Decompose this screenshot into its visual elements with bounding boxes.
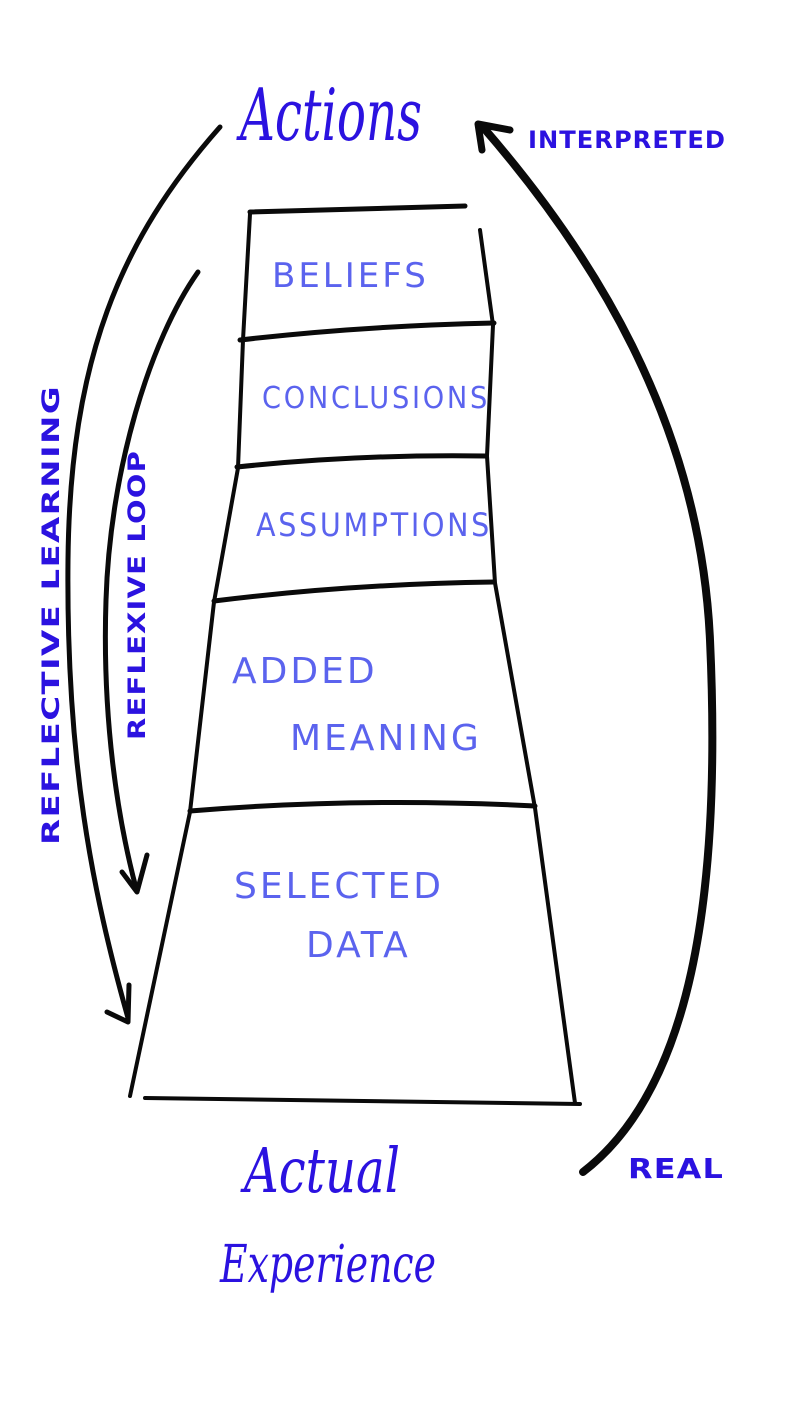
ladder-rung-line — [187, 799, 538, 814]
ladder-right-rail — [478, 228, 577, 1105]
rung-label-added: ADDED — [232, 651, 378, 692]
bottom-label-actual: Actual — [240, 1134, 400, 1207]
rung-labels: BELIEFS CONCLUSIONS ASSUMPTIONS ADDED ME… — [232, 256, 492, 966]
rung-label-data: DATA — [306, 925, 411, 966]
reflective-learning-curve — [65, 124, 223, 1021]
interpreted-arrow-curve — [478, 122, 717, 1176]
right-label-real: REAL — [628, 1152, 724, 1185]
rung-label-assumptions: ASSUMPTIONS — [256, 506, 492, 544]
rung-label-selected: SELECTED — [234, 866, 444, 907]
ladder-rung-line — [211, 579, 497, 604]
interpreted-real-arrow — [474, 120, 717, 1176]
rung-label-meaning: MEANING — [290, 718, 482, 759]
reflective-learning-arrow-head-icon — [104, 982, 132, 1025]
ladder-rung-line — [234, 453, 489, 470]
left-label-reflexive-loop: REFLEXIVE LOOP — [123, 450, 151, 740]
right-label-interpreted: INTERPRETED — [528, 126, 726, 154]
reflexive-loop-arrow — [102, 269, 201, 895]
reflexive-loop-curve — [102, 269, 201, 891]
ladder-frame — [128, 203, 582, 1106]
left-label-reflective-learning: REFLECTIVE LEARNING — [37, 385, 65, 845]
reflective-learning-arrow — [65, 124, 223, 1025]
ladder-top-edge — [247, 203, 468, 215]
ladder-rung-line — [237, 320, 497, 343]
ladder-bottom-edge — [143, 1096, 582, 1106]
rung-label-conclusions: CONCLUSIONS — [262, 381, 490, 416]
top-label-actions: Actions — [236, 73, 422, 157]
interpreted-arrow-head-icon — [474, 120, 514, 154]
reflexive-loop-arrow-head-icon — [119, 852, 150, 895]
rung-label-beliefs: BELIEFS — [272, 256, 429, 296]
bottom-label-experience: Experience — [219, 1235, 436, 1295]
ladder-left-rail — [128, 212, 252, 1098]
